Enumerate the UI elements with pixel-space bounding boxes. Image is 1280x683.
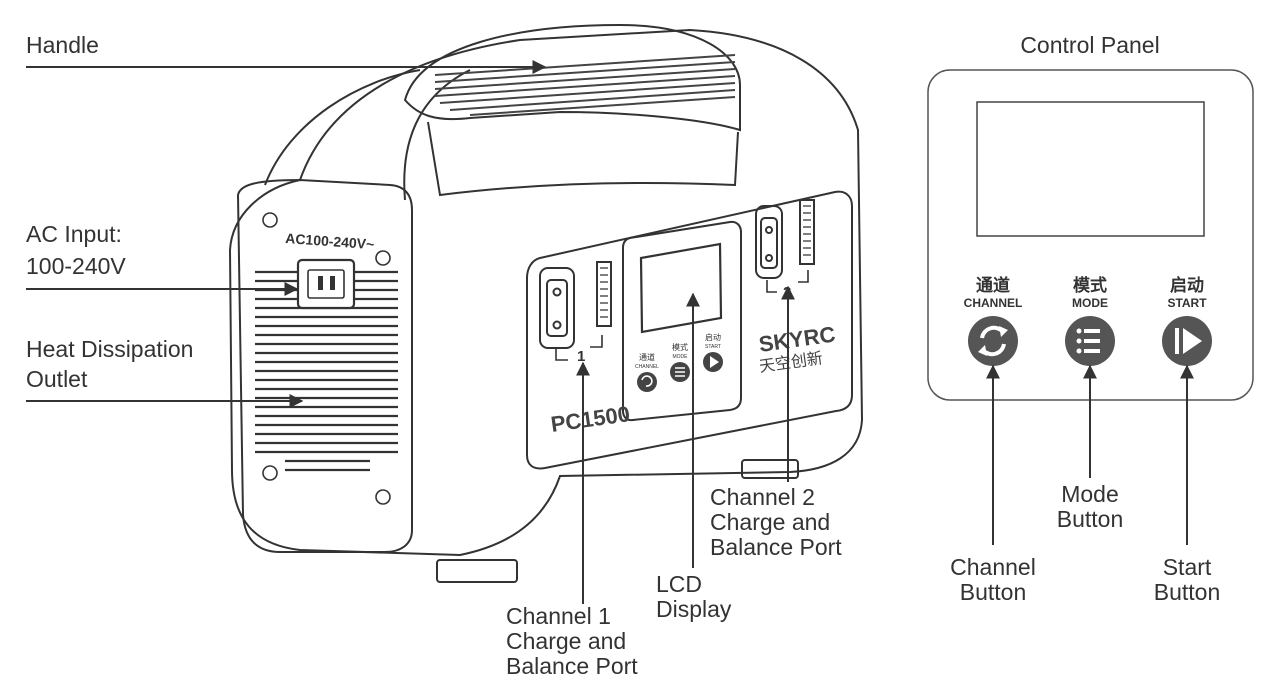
channel-button-label-line1: Channel <box>950 554 1036 580</box>
small-button-en: CHANNEL <box>635 364 659 370</box>
callout-arrows <box>26 60 1194 604</box>
vent-slots <box>255 270 398 472</box>
ac-socket <box>296 258 356 310</box>
heat-dissipation-panel: AC100-240V~ <box>236 178 413 553</box>
channel1-port <box>539 267 575 349</box>
small-button-en: START <box>705 344 721 350</box>
play-start-icon <box>1162 316 1212 366</box>
mode-button-label-line2: Button <box>1056 506 1124 532</box>
small-button-cn: 模式 <box>672 342 688 352</box>
channel2-balance-port <box>799 199 815 265</box>
device-body-outline <box>228 28 864 557</box>
start-button-en: START <box>1167 296 1207 310</box>
screw-icon <box>375 250 391 266</box>
screw-icon <box>262 212 278 228</box>
device-foot <box>436 559 518 583</box>
handle-inner <box>427 121 739 197</box>
channel-button-cn: 通道 <box>976 275 1010 295</box>
brand-logo: SKYRC <box>757 321 837 356</box>
channel-button-en: CHANNEL <box>964 296 1023 310</box>
channel-button-label-line2: Button <box>959 579 1027 605</box>
ac-input-label-line1: AC Input: <box>26 221 122 247</box>
channel1-balance-port <box>596 261 612 327</box>
screw-icon <box>375 489 391 505</box>
ac-rating-text: AC100-240V~ <box>285 230 375 252</box>
ac-input-label-line2: 100-240V <box>26 253 126 279</box>
charger-device <box>228 23 864 583</box>
mode-button-cn: 模式 <box>1073 275 1107 295</box>
front-panel <box>526 190 853 470</box>
control-panel-title: Control Panel <box>1020 32 1160 58</box>
control-panel-illustration: 通道 CHANNEL 模式 MODE 启动 START <box>927 69 1254 401</box>
device-foot <box>741 459 799 479</box>
small-button-en: MODE <box>673 354 689 360</box>
lcd-screen <box>639 242 723 334</box>
small-button-cn: 通道 <box>639 352 655 362</box>
channel2-label-line1: Channel 2 <box>710 484 815 510</box>
control-panel-lcd <box>976 101 1205 237</box>
handle-grip <box>434 54 736 116</box>
start-button-label-line2: Button <box>1153 579 1221 605</box>
channel-button-icon <box>637 372 657 392</box>
channel1-label-line1: Channel 1 <box>506 603 611 629</box>
device-front-curve <box>403 69 471 201</box>
screw-icon <box>262 465 278 481</box>
small-button-cn: 启动 <box>705 332 721 342</box>
device-top-curve <box>264 69 421 186</box>
lcd-label-line1: LCD <box>656 571 703 597</box>
model-name: PC1500 <box>549 401 631 437</box>
heat-outlet-label-line1: Heat Dissipation <box>26 336 194 362</box>
heat-outlet-label-line2: Outlet <box>26 366 88 392</box>
channel-cycle-icon <box>968 316 1018 366</box>
channel2-label-line3: Balance Port <box>710 534 842 560</box>
start-button-label-line1: Start <box>1162 554 1212 580</box>
channel2-label-line2: Charge and <box>710 509 831 535</box>
handle-outline <box>403 23 741 132</box>
port1-number: 1 <box>577 348 585 365</box>
lcd-label-line2: Display <box>656 596 732 622</box>
start-button-cn: 启动 <box>1170 275 1204 295</box>
lcd-housing <box>622 220 742 422</box>
channel1-label-line2: Charge and <box>506 628 627 654</box>
mode-button-en: MODE <box>1072 296 1108 310</box>
mode-button-label-line1: Mode <box>1061 481 1119 507</box>
channel1-label-line3: Balance Port <box>506 653 638 679</box>
handle-label: Handle <box>26 32 99 58</box>
channel2-port <box>755 205 783 279</box>
list-menu-icon <box>1065 316 1115 366</box>
